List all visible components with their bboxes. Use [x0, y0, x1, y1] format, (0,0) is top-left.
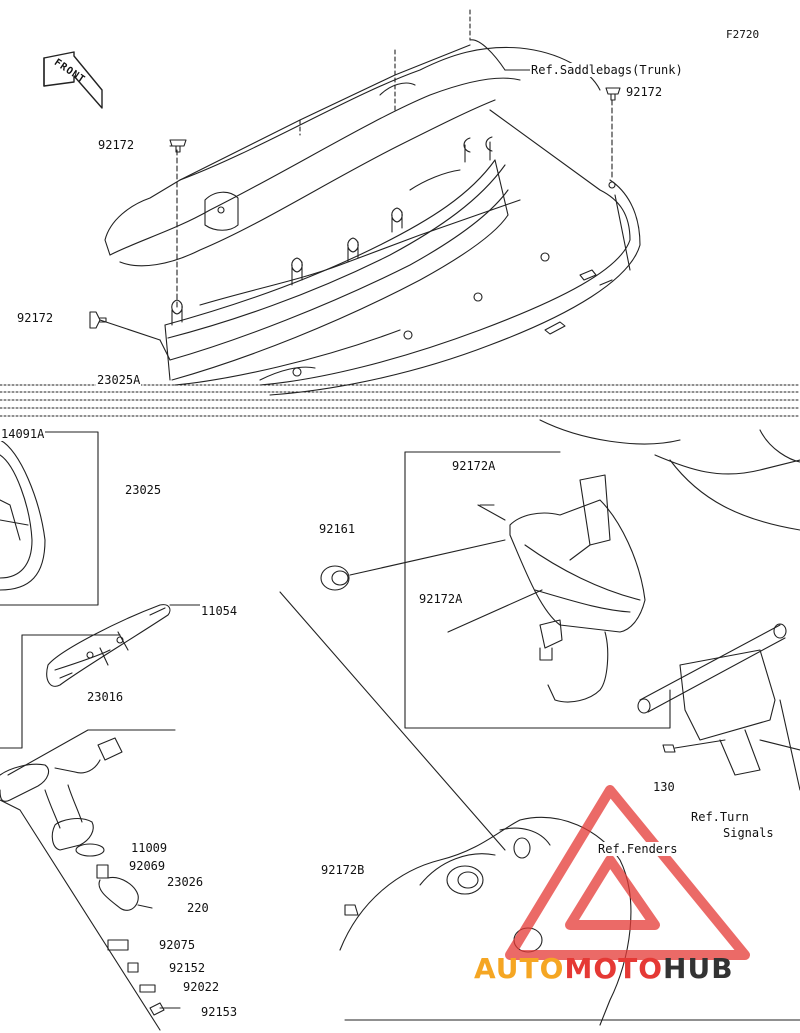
rear-lamp-housing-drawing — [404, 451, 671, 729]
part-label-92172A-upper: 92172A — [451, 459, 497, 473]
part-label-130: 130 — [652, 780, 676, 794]
part-label-92172-left: 92172 — [16, 311, 55, 325]
grommet-92161-drawing — [320, 539, 506, 591]
tail-lamp-23025-drawing — [0, 431, 99, 606]
ref-turn-signals-label-1: Ref.Turn — [690, 810, 750, 824]
section-break — [0, 384, 800, 417]
ref-fenders-label: Ref.Fenders — [597, 842, 679, 856]
part-label-92152: 92152 — [168, 961, 207, 975]
part-label-92075: 92075 — [158, 938, 197, 952]
screw-92172-left — [89, 311, 107, 329]
part-label-11054: 11054 — [200, 604, 239, 618]
screw-92172-top-left — [169, 139, 187, 153]
ref-saddlebags-label: Ref.Saddlebags(Trunk) — [530, 63, 684, 77]
part-label-92022: 92022 — [182, 980, 221, 994]
part-label-92172-top-right: 92172 — [625, 85, 664, 99]
ref-turn-signals-label-2: Signals — [722, 826, 775, 840]
trunk-panel-drawing — [99, 9, 641, 396]
screw-92172-top-right — [605, 87, 621, 101]
fender-edge — [539, 419, 681, 445]
watermark-word-3: HUB — [663, 952, 734, 985]
front-arrow — [43, 51, 103, 109]
watermark-word-1: AUTO — [474, 952, 565, 985]
diagram-code: F2720 — [726, 28, 760, 41]
part-label-92161: 92161 — [318, 522, 357, 536]
part-label-11009: 11009 — [130, 841, 169, 855]
turn-signal-bracket-drawing — [637, 429, 800, 791]
bracket-11054-drawing — [0, 604, 206, 749]
part-label-92069: 92069 — [128, 859, 167, 873]
watermark-logo — [505, 785, 750, 960]
part-label-92153: 92153 — [200, 1005, 239, 1019]
part-label-92172-top-left: 92172 — [97, 138, 136, 152]
part-label-92172A-lower: 92172A — [418, 592, 464, 606]
watermark-text: AUTOMOTOHUB — [474, 952, 734, 985]
part-label-220: 220 — [186, 901, 210, 915]
part-label-23016: 23016 — [86, 690, 125, 704]
part-label-23026: 23026 — [166, 875, 205, 889]
part-label-23025: 23025 — [124, 483, 163, 497]
license-light-23016-drawing — [0, 729, 181, 1031]
part-label-23025A: 23025A — [96, 373, 142, 387]
watermark-word-2: MOTO — [564, 952, 664, 985]
rear-fender-drawing — [279, 591, 800, 1026]
part-label-92172B: 92172B — [320, 863, 366, 877]
part-label-14091A: 14091A — [0, 427, 46, 441]
